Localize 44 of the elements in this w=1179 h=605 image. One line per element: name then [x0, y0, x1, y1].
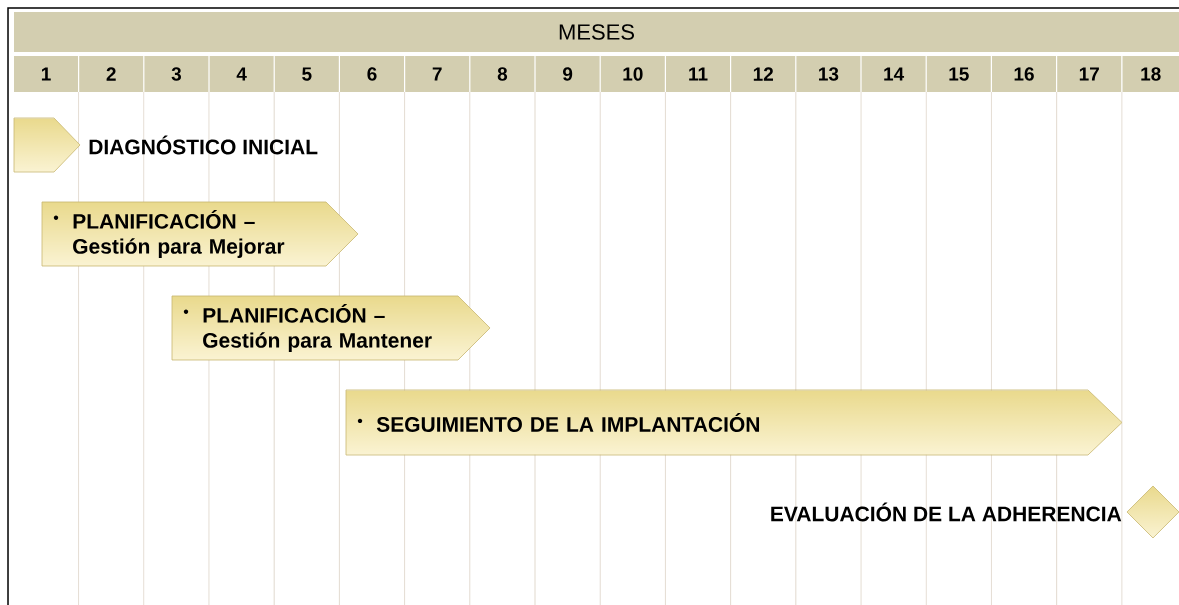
- month-cell: 4: [209, 56, 274, 92]
- node-label: 11: [689, 67, 708, 81]
- node-label: 8: [497, 67, 508, 81]
- node-label: 9: [562, 67, 573, 81]
- node-label: 2: [106, 67, 116, 81]
- node-label: 16: [1014, 67, 1034, 81]
- node-label: 14: [884, 67, 905, 81]
- node-label: 17: [1079, 67, 1099, 81]
- header-band: MESES: [14, 12, 1179, 52]
- month-cell: 2: [79, 56, 144, 92]
- node-label: 1: [41, 67, 51, 81]
- month-cell: 18: [1122, 56, 1179, 92]
- node-label: 3: [171, 67, 182, 81]
- month-cell: 1: [14, 56, 78, 92]
- node-label: 10: [623, 67, 643, 81]
- month-cell: 17: [1057, 56, 1122, 92]
- phase-bar: PLANIFICACIÓN – Gestión para Mantener: [171, 295, 491, 361]
- node-label: 5: [302, 67, 312, 81]
- month-cell: 11: [666, 56, 730, 92]
- month-cell: 12: [731, 56, 796, 92]
- node-label: 6: [367, 67, 377, 81]
- month-cell: 5: [274, 56, 339, 92]
- month-cell: 8: [470, 56, 535, 92]
- month-cell: 3: [144, 56, 209, 92]
- node-label: 7: [432, 67, 442, 81]
- milestone-label: EVALUACIÓN DE LA ADHERENCIA: [771, 502, 1122, 522]
- month-cell: 6: [340, 56, 404, 92]
- month-cell: 14: [861, 56, 926, 92]
- month-cell: 7: [405, 56, 470, 92]
- node-label: 15: [949, 67, 969, 81]
- month-cell: 13: [796, 56, 861, 92]
- node-label: 18: [1141, 67, 1161, 81]
- month-cell: 15: [926, 56, 991, 92]
- node-label: 4: [236, 67, 247, 81]
- milestone-diamond: [1126, 485, 1179, 539]
- phase-bar: [13, 117, 81, 173]
- phase-bar: PLANIFICACIÓN – Gestión para Mejorar: [41, 201, 359, 267]
- node-label: 13: [819, 67, 839, 81]
- month-cell: 16: [992, 56, 1056, 92]
- phase-label: DIAGNÓSTICO INICIAL: [89, 135, 318, 155]
- node-label: 12: [753, 67, 773, 81]
- month-cell: 9: [535, 56, 600, 92]
- month-cell: 10: [600, 56, 665, 92]
- phase-bar: SEGUIMIENTO DE LA IMPLANTACIÓN: [345, 389, 1123, 456]
